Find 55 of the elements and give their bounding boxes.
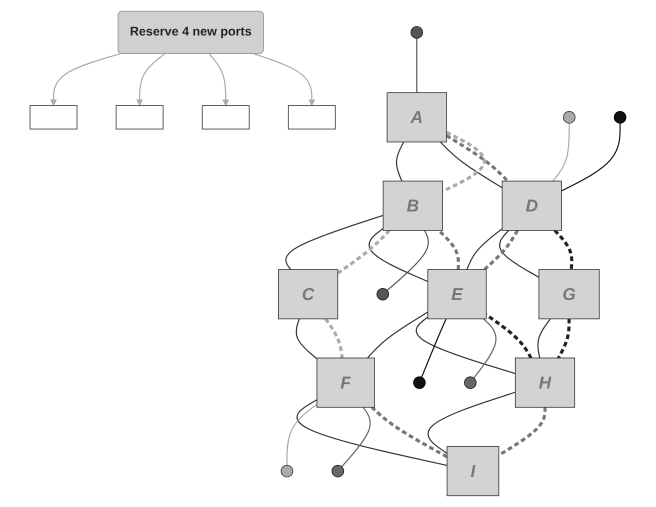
node-box: A bbox=[386, 92, 447, 142]
connector bbox=[537, 318, 551, 358]
node-box bbox=[202, 105, 250, 130]
node-box: I bbox=[446, 446, 500, 496]
node-circle bbox=[614, 111, 626, 124]
arrow bbox=[136, 53, 165, 106]
connector bbox=[416, 38, 418, 93]
node-circle bbox=[332, 464, 344, 478]
connector bbox=[368, 228, 428, 282]
connector bbox=[324, 318, 344, 358]
connector bbox=[554, 229, 574, 270]
connector bbox=[499, 230, 540, 278]
connector bbox=[386, 230, 429, 291]
connector bbox=[421, 318, 447, 378]
connector bbox=[336, 229, 391, 275]
node-box: C bbox=[278, 269, 338, 320]
node-box bbox=[30, 105, 78, 130]
node-circle bbox=[464, 376, 477, 389]
node-box: H bbox=[514, 358, 576, 408]
connector bbox=[557, 318, 571, 359]
connector bbox=[446, 134, 509, 182]
node-box: B bbox=[382, 180, 443, 231]
node-box bbox=[288, 105, 336, 130]
connector bbox=[498, 407, 547, 457]
connector bbox=[561, 123, 621, 192]
connector bbox=[552, 123, 570, 182]
connector bbox=[438, 229, 460, 270]
node-box: D bbox=[502, 180, 562, 231]
arrow bbox=[254, 53, 316, 106]
connector bbox=[367, 312, 428, 358]
node-circle bbox=[413, 376, 426, 389]
node-circle bbox=[410, 26, 424, 39]
connector bbox=[440, 142, 502, 188]
connector bbox=[370, 406, 448, 458]
node-box bbox=[116, 105, 164, 130]
node-box: G bbox=[538, 269, 600, 320]
node-circle bbox=[376, 288, 390, 300]
connector bbox=[483, 230, 519, 271]
arrow bbox=[50, 53, 122, 106]
node-box: F bbox=[316, 358, 375, 408]
connector bbox=[286, 404, 318, 466]
arrow bbox=[208, 54, 230, 106]
connector bbox=[296, 399, 448, 466]
connector bbox=[285, 214, 384, 270]
connector bbox=[296, 318, 318, 360]
node-circle bbox=[280, 464, 294, 478]
connector bbox=[473, 318, 497, 378]
connector bbox=[396, 142, 404, 182]
connector bbox=[416, 316, 516, 374]
connector bbox=[485, 313, 532, 359]
node-circle bbox=[562, 111, 576, 124]
node-box: E bbox=[427, 269, 487, 320]
connector bbox=[428, 392, 516, 454]
connector bbox=[466, 228, 503, 270]
connector bbox=[341, 406, 371, 468]
